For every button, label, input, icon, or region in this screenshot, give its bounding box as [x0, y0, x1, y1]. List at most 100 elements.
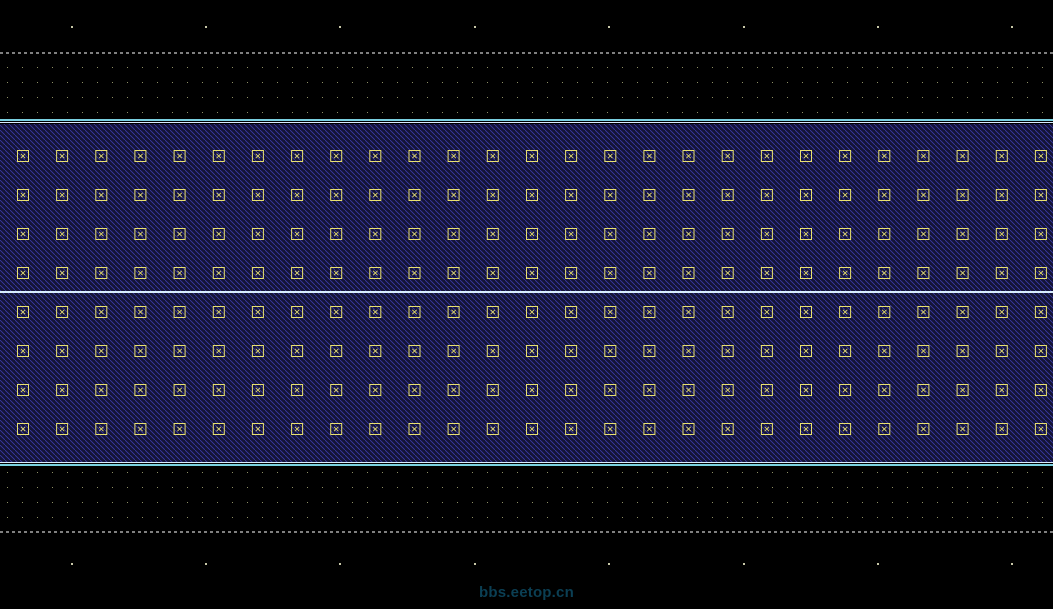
contact[interactable] [760, 228, 773, 240]
contact[interactable] [1034, 423, 1047, 435]
contact[interactable] [486, 423, 499, 435]
contact[interactable] [173, 228, 186, 240]
contact[interactable] [995, 423, 1008, 435]
contact[interactable] [173, 423, 186, 435]
contact[interactable] [173, 384, 186, 396]
contact[interactable] [800, 384, 812, 396]
contact[interactable] [330, 150, 343, 162]
contact[interactable] [839, 228, 852, 240]
contact[interactable] [369, 150, 382, 162]
contact[interactable] [134, 423, 147, 435]
contact[interactable] [760, 423, 773, 435]
contact[interactable] [917, 306, 930, 318]
contact[interactable] [565, 345, 578, 357]
contact[interactable] [878, 150, 891, 162]
contact[interactable] [1034, 384, 1047, 396]
contact[interactable] [486, 345, 499, 357]
contact[interactable] [721, 150, 734, 162]
contact[interactable] [1034, 267, 1047, 279]
contact[interactable] [330, 384, 343, 396]
contact[interactable] [643, 384, 656, 396]
contact[interactable] [173, 306, 186, 318]
contact[interactable] [17, 345, 29, 357]
contact[interactable] [17, 423, 29, 435]
contact[interactable] [212, 267, 225, 279]
contact[interactable] [839, 267, 852, 279]
contact[interactable] [447, 345, 460, 357]
contact[interactable] [408, 267, 421, 279]
contact[interactable] [526, 306, 538, 318]
contact[interactable] [369, 384, 382, 396]
contact[interactable] [721, 306, 734, 318]
contact[interactable] [760, 267, 773, 279]
contact[interactable] [173, 150, 186, 162]
contact[interactable] [526, 384, 538, 396]
contact[interactable] [173, 189, 186, 201]
contact[interactable] [604, 150, 617, 162]
contact[interactable] [251, 150, 264, 162]
contact[interactable] [643, 345, 656, 357]
contact[interactable] [486, 306, 499, 318]
rail-bottom[interactable] [0, 462, 1053, 466]
contact[interactable] [643, 423, 656, 435]
contact[interactable] [251, 189, 264, 201]
contact[interactable] [173, 345, 186, 357]
contact[interactable] [251, 228, 264, 240]
contact[interactable] [212, 384, 225, 396]
contact[interactable] [604, 423, 617, 435]
contact[interactable] [486, 267, 499, 279]
contact[interactable] [800, 306, 812, 318]
contact[interactable] [291, 345, 304, 357]
contact[interactable] [212, 228, 225, 240]
contact[interactable] [447, 423, 460, 435]
contact[interactable] [604, 189, 617, 201]
contact[interactable] [839, 384, 852, 396]
contact[interactable] [839, 150, 852, 162]
contact[interactable] [1034, 150, 1047, 162]
contact[interactable] [878, 423, 891, 435]
contact[interactable] [447, 306, 460, 318]
contact[interactable] [995, 228, 1008, 240]
contact[interactable] [56, 306, 69, 318]
contact[interactable] [56, 150, 69, 162]
contact[interactable] [134, 228, 147, 240]
contact[interactable] [291, 384, 304, 396]
contact[interactable] [721, 267, 734, 279]
contact[interactable] [369, 189, 382, 201]
contact[interactable] [56, 267, 69, 279]
contact[interactable] [408, 189, 421, 201]
contact[interactable] [995, 267, 1008, 279]
contact[interactable] [1034, 228, 1047, 240]
contact[interactable] [839, 189, 852, 201]
contact[interactable] [721, 384, 734, 396]
contact[interactable] [839, 306, 852, 318]
contact[interactable] [134, 267, 147, 279]
contact[interactable] [1034, 189, 1047, 201]
contact[interactable] [408, 306, 421, 318]
contact[interactable] [173, 267, 186, 279]
contact[interactable] [526, 189, 538, 201]
contact[interactable] [878, 189, 891, 201]
contact[interactable] [878, 384, 891, 396]
contact[interactable] [604, 267, 617, 279]
contact[interactable] [17, 384, 29, 396]
contact[interactable] [486, 384, 499, 396]
contact[interactable] [917, 189, 930, 201]
contact[interactable] [721, 228, 734, 240]
contact[interactable] [800, 228, 812, 240]
contact[interactable] [1034, 345, 1047, 357]
contact[interactable] [134, 384, 147, 396]
contact[interactable] [917, 423, 930, 435]
contact[interactable] [291, 267, 304, 279]
contact[interactable] [565, 189, 578, 201]
contact[interactable] [17, 189, 29, 201]
contact[interactable] [95, 267, 108, 279]
contact[interactable] [95, 423, 108, 435]
contact[interactable] [486, 228, 499, 240]
contact[interactable] [251, 267, 264, 279]
contact[interactable] [17, 267, 29, 279]
contact[interactable] [800, 345, 812, 357]
contact[interactable] [565, 267, 578, 279]
contact[interactable] [56, 189, 69, 201]
contact[interactable] [956, 189, 969, 201]
